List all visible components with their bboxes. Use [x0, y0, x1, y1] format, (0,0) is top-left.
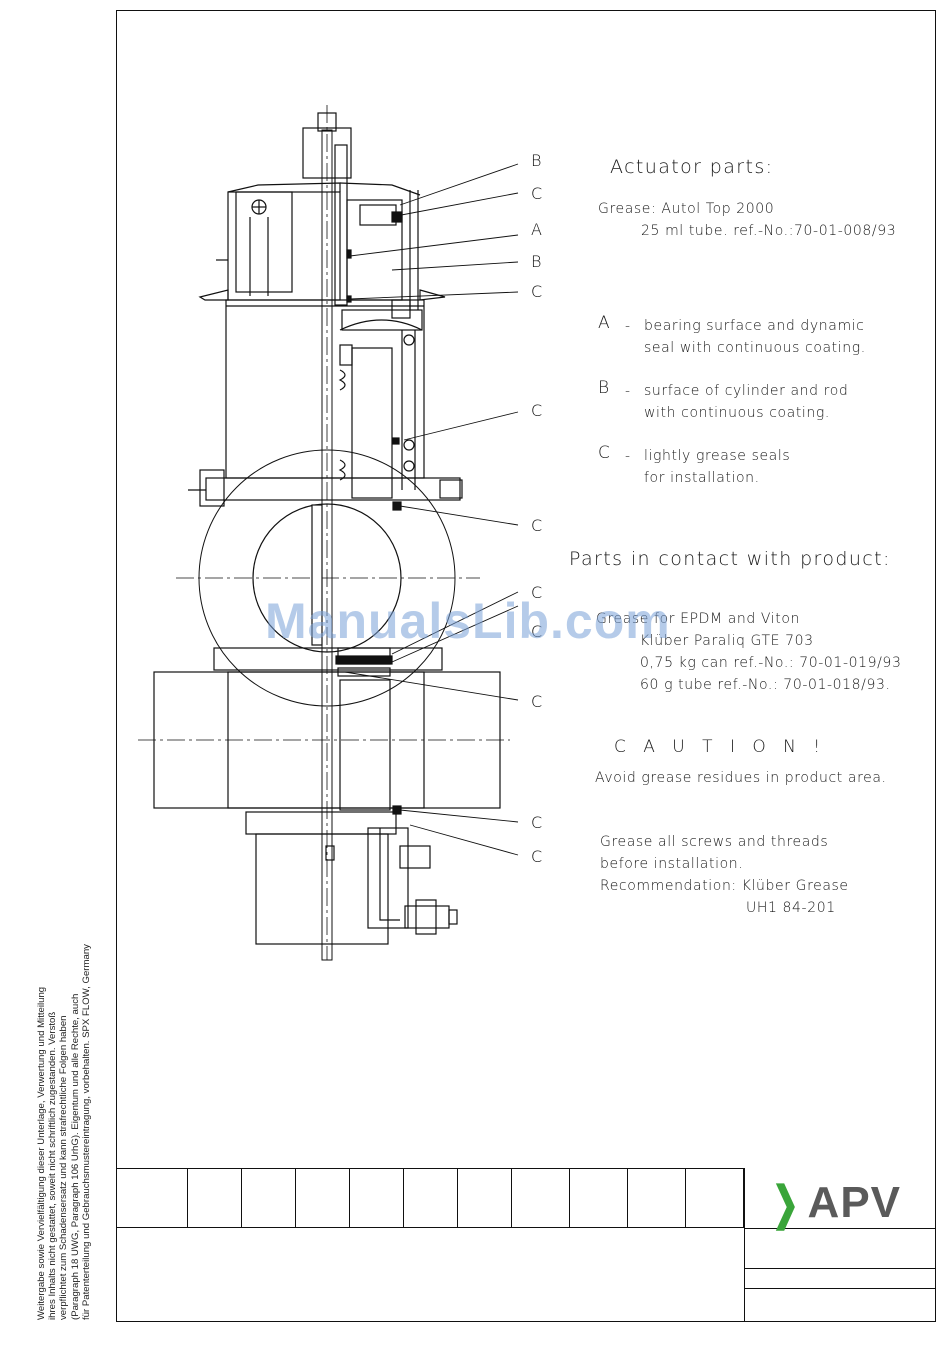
- legend-letter-b: B: [598, 378, 610, 398]
- caution-title: C A U T I O N !: [614, 737, 827, 757]
- watermark: ManualsLib.com: [265, 593, 671, 649]
- apv-chevron-icon: ❯: [771, 1177, 800, 1229]
- actuator-tube: 25 ml tube. ref.-No.:70-01-008/93: [641, 223, 897, 239]
- revision-cell: [404, 1169, 458, 1227]
- legend-c-text: lightly grease seals: [644, 448, 791, 464]
- callout-c: C: [531, 401, 542, 420]
- legend-dash: -: [625, 383, 631, 399]
- apv-logo: ❯ APV: [766, 1176, 901, 1230]
- revision-cell: [512, 1169, 570, 1227]
- product-line: Klüber Paraliq GTE 703: [640, 633, 814, 649]
- product-line: 60 g tube ref.-No.: 70-01-018/93.: [640, 677, 891, 693]
- revision-cell: [242, 1169, 296, 1227]
- callout-c: C: [531, 813, 542, 832]
- legend-a-text: seal with continuous coating.: [644, 340, 866, 356]
- title-block-line: [744, 1268, 936, 1269]
- legend-letter-a: A: [598, 313, 611, 333]
- callout-c: C: [531, 184, 542, 203]
- revision-cell: [570, 1169, 628, 1227]
- title-block: [116, 1168, 936, 1322]
- callout-c: C: [531, 282, 542, 301]
- valve-cross-section: [138, 105, 519, 961]
- revision-row: [116, 1168, 744, 1228]
- callout-c: C: [531, 847, 542, 866]
- callout-c: C: [531, 622, 542, 641]
- legend-b-text: surface of cylinder and rod: [644, 383, 849, 399]
- legend-letter-c: C: [598, 443, 611, 463]
- legend-a-text: bearing surface and dynamic: [644, 318, 865, 334]
- legend-dash: -: [625, 318, 631, 334]
- screws-line: Grease all screws and threads: [600, 834, 829, 850]
- actuator-grease: Grease: Autol Top 2000: [598, 201, 775, 217]
- screws-line: Recommendation: Klüber Grease: [600, 878, 849, 894]
- title-block-line: [744, 1288, 936, 1289]
- revision-cell: [628, 1169, 686, 1227]
- revision-cell: [296, 1169, 350, 1227]
- callout-c: C: [531, 583, 542, 602]
- legend-c-text: for installation.: [644, 470, 760, 486]
- drawing-frame: [116, 10, 936, 1322]
- revision-cell: [350, 1169, 404, 1227]
- callout-b: B: [531, 252, 541, 271]
- actuator-title: Actuator parts:: [610, 156, 774, 178]
- legend-b-text: with continuous coating.: [644, 405, 830, 421]
- revision-cell: [188, 1169, 242, 1227]
- product-line: 0,75 kg can ref.-No.: 70-01-019/93: [640, 655, 902, 671]
- screws-line: before installation.: [600, 856, 744, 872]
- title-block-line: [744, 1228, 936, 1229]
- callout-c: C: [531, 516, 542, 535]
- product-line: Grease for EPDM and Viton: [596, 611, 801, 627]
- legend-dash: -: [625, 448, 631, 464]
- revision-cell: [116, 1169, 188, 1227]
- revision-cell: [458, 1169, 512, 1227]
- product-title: Parts in contact with product:: [569, 548, 891, 570]
- revision-cell: [686, 1169, 744, 1227]
- caution-text: Avoid grease residues in product area.: [595, 770, 887, 786]
- callout-c: C: [531, 692, 542, 711]
- apv-logo-text: APV: [807, 1178, 902, 1227]
- title-block-divider: [744, 1168, 745, 1322]
- screws-line: UH1 84-201: [746, 900, 836, 916]
- callout-b: B: [531, 151, 541, 170]
- callout-a: A: [531, 220, 542, 239]
